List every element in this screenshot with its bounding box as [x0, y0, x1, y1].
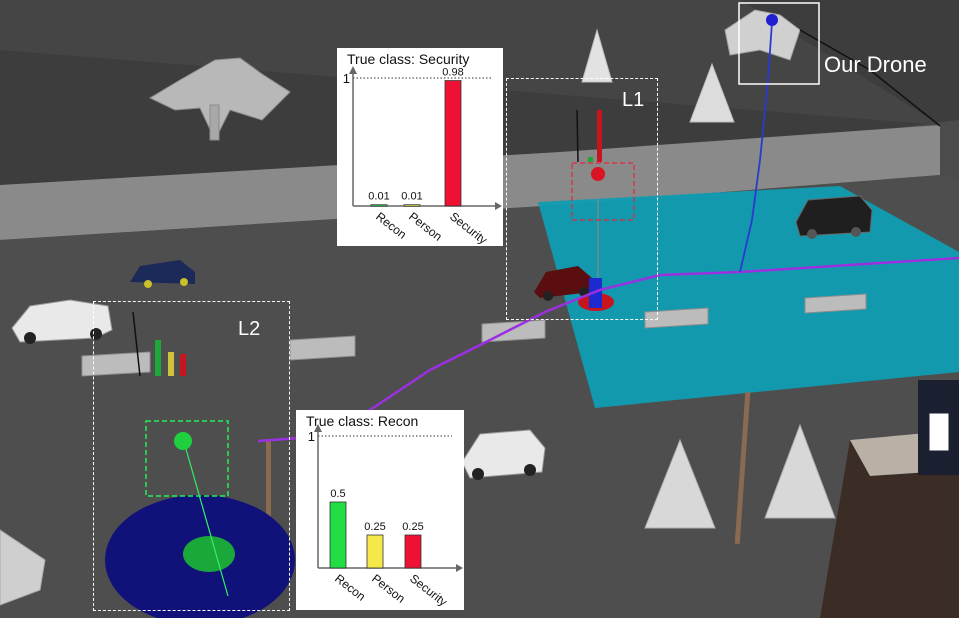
- value-label: 0.01: [368, 191, 389, 203]
- tree-icon: [581, 28, 613, 83]
- category-label: Recon: [373, 209, 409, 241]
- y-axis-arrow: [314, 424, 322, 432]
- landing-zone: [538, 186, 959, 408]
- y-axis-arrow: [349, 66, 357, 74]
- bar-person: [366, 534, 384, 569]
- y-tick-label: 1: [308, 429, 315, 444]
- our-drone-box: [738, 2, 820, 85]
- suv-icon: [795, 195, 873, 239]
- utility-pole: [734, 392, 751, 545]
- concrete-barrier: [289, 335, 356, 361]
- detection-box-security: [571, 162, 635, 221]
- region-box-l2: [93, 301, 290, 611]
- category-label: Recon: [332, 571, 368, 603]
- category-label: Security: [447, 209, 490, 246]
- region-label-l2: L2: [238, 318, 261, 340]
- bar-recon: [370, 204, 388, 207]
- value-label: 0.01: [401, 191, 422, 203]
- value-label: 0.25: [402, 521, 423, 533]
- bar-indicator-l2: [132, 311, 186, 377]
- pickup-truck-icon: [461, 429, 546, 480]
- chart-title: True class: Recon: [306, 413, 419, 429]
- drone-recon-icon: [174, 432, 192, 450]
- tree-icon: [724, 9, 801, 61]
- concrete-barrier: [804, 293, 867, 314]
- category-label: Security: [407, 571, 450, 609]
- x-axis-arrow: [456, 564, 463, 572]
- bar-recon: [329, 501, 347, 569]
- bar-person: [403, 204, 421, 207]
- value-label: 0.5: [330, 488, 345, 500]
- category-label: Person: [369, 571, 408, 605]
- building: [820, 430, 959, 618]
- value-label: 0.98: [442, 67, 463, 79]
- concrete-barrier: [81, 351, 151, 377]
- tree-icon: [644, 438, 716, 529]
- value-label: 0.25: [364, 521, 385, 533]
- concrete-barrier: [644, 307, 709, 329]
- detection-box-recon: [145, 420, 229, 497]
- bar-security: [444, 80, 462, 207]
- y-tick-label: 1: [343, 71, 350, 86]
- tree-icon: [689, 62, 735, 123]
- car-icon: [534, 266, 592, 301]
- bar-security: [404, 534, 422, 569]
- window-icon: [926, 410, 952, 454]
- car-icon: [130, 260, 195, 288]
- region-label-l1: L1: [622, 89, 645, 111]
- region-box-l1: [506, 78, 658, 320]
- tree-icon: [0, 529, 46, 606]
- target-marker-l2: [183, 536, 235, 572]
- tree-icon: [148, 57, 291, 142]
- our-drone-icon: [766, 14, 778, 26]
- drone-label: Our Drone: [824, 52, 927, 77]
- guide-line: [799, 29, 941, 127]
- x-axis-arrow: [495, 202, 502, 210]
- bar-indicator-l1: [576, 109, 602, 163]
- tree-icon: [764, 423, 836, 519]
- chart-title: True class: Security: [347, 51, 470, 67]
- sensor-line: [183, 441, 229, 597]
- category-label: Person: [406, 209, 445, 243]
- flight-path-blue: [739, 21, 773, 273]
- drone-security-icon: [591, 167, 605, 181]
